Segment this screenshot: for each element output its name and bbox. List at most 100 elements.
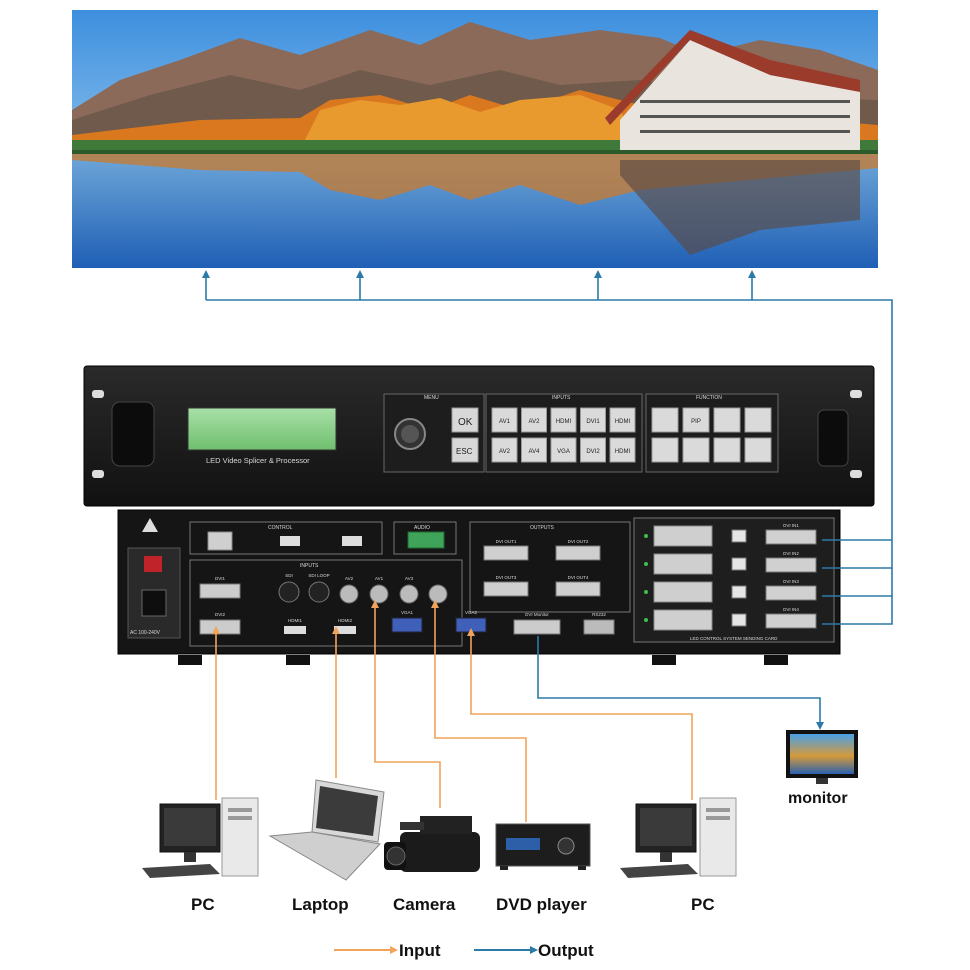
arrow-input-pc1 — [212, 626, 220, 634]
arrow-input-dvd — [431, 600, 439, 608]
card-usb-port-4[interactable] — [731, 613, 747, 627]
rear-input-label-12: DVI Monitor — [525, 612, 549, 617]
input-button-label-10: HDMI — [615, 449, 631, 455]
av-port-3[interactable] — [399, 584, 419, 604]
input-button-label-3: HDMI — [556, 419, 572, 425]
legend-input-label: Input — [399, 941, 441, 960]
output-port-label-4: DVI OUT4 — [568, 575, 589, 580]
dvi-input-1[interactable] — [199, 583, 241, 599]
card-network-ports-3[interactable] — [653, 581, 713, 603]
hdmi-input-2[interactable] — [334, 626, 356, 634]
dvi-input-2[interactable] — [199, 619, 241, 635]
laptop-device — [268, 779, 385, 881]
function-button-5[interactable] — [651, 437, 679, 463]
outputs-section-label: OUTPUTS — [530, 525, 555, 531]
av-port-1[interactable] — [339, 584, 359, 604]
input-button-4[interactable] — [580, 407, 606, 433]
rear-input-label-10: VGA1 — [401, 610, 414, 615]
arrow-screen-1 — [202, 270, 210, 278]
audio-terminal[interactable] — [407, 531, 445, 549]
arrow-input-pc2 — [467, 628, 475, 636]
usb-port-1[interactable] — [280, 536, 300, 546]
rear-input-label-1: DVI1 — [215, 576, 226, 581]
pc-right-device — [620, 797, 737, 878]
dvd-player-device — [495, 823, 591, 870]
function-button-3[interactable] — [713, 407, 741, 433]
card-port-label-4: DVI IN4 — [783, 607, 799, 612]
rs232-port[interactable] — [583, 619, 615, 635]
input-button-7[interactable] — [521, 437, 547, 463]
function-button-6[interactable] — [682, 437, 710, 463]
av-port-2[interactable] — [369, 584, 389, 604]
rear-input-label-8: HDMI1 — [288, 618, 302, 623]
input-button-6[interactable] — [491, 437, 518, 463]
card-port-label-2: DVI IN2 — [783, 551, 799, 556]
card-network-ports-4[interactable] — [653, 609, 713, 631]
card-dvi-port-1[interactable] — [765, 529, 817, 545]
lan-port[interactable] — [207, 531, 233, 551]
vga-input-1[interactable] — [391, 617, 423, 633]
input-button-1[interactable] — [491, 407, 518, 433]
card-dvi-port-3[interactable] — [765, 585, 817, 601]
function-button-1[interactable] — [651, 407, 679, 433]
sdi-port[interactable] — [278, 581, 300, 603]
input-button-10[interactable] — [609, 437, 636, 463]
card-dvi-port-4[interactable] — [765, 613, 817, 629]
esc-button[interactable] — [451, 437, 479, 463]
rear-input-label-5: AV2 — [345, 576, 354, 581]
hdmi-input-1[interactable] — [284, 626, 306, 634]
output-port-label-1: DVI OUT1 — [496, 539, 517, 544]
lcd-display — [187, 407, 337, 451]
function-button-4[interactable] — [744, 407, 772, 433]
card-usb-port-1[interactable] — [731, 529, 747, 543]
camera-device — [384, 816, 480, 872]
card-led-3 — [644, 590, 648, 594]
function-button-2[interactable] — [682, 407, 710, 433]
usb-port-2[interactable] — [342, 536, 362, 546]
card-dvi-port-2[interactable] — [765, 557, 817, 573]
sdi-loop-port[interactable] — [308, 581, 330, 603]
input-button-label-5: HDMI — [615, 419, 631, 425]
input-button-5[interactable] — [609, 407, 636, 433]
output-port-3[interactable] — [483, 581, 529, 597]
card-port-label-1: DVI IN1 — [783, 523, 799, 528]
card-usb-port-3[interactable] — [731, 585, 747, 599]
input-button-label-4: DVI1 — [586, 419, 600, 425]
input-line-camera — [374, 604, 441, 808]
input-button-2[interactable] — [521, 407, 547, 433]
dvi-monitor-port[interactable] — [513, 619, 561, 635]
input-button-3[interactable] — [550, 407, 577, 433]
power-switch[interactable] — [144, 556, 162, 572]
input-line-pc2 — [470, 632, 693, 800]
input-button-8[interactable] — [550, 437, 577, 463]
function-button-8[interactable] — [744, 437, 772, 463]
card-led-4 — [644, 618, 648, 622]
input-button-label-2: AV2 — [529, 419, 541, 425]
arrow-screen-4 — [748, 270, 756, 278]
legend-input-arrow — [390, 946, 398, 954]
input-button-label-1: AV1 — [499, 419, 511, 425]
output-port-4[interactable] — [555, 581, 601, 597]
av-port-4[interactable] — [428, 584, 448, 604]
arrow-screen-3 — [594, 270, 602, 278]
output-port-1[interactable] — [483, 545, 529, 561]
input-button-label-8: VGA — [557, 449, 570, 455]
card-network-ports-1[interactable] — [653, 525, 713, 547]
power-label: AC 100-240V — [130, 630, 161, 636]
card-usb-port-2[interactable] — [731, 557, 747, 571]
ok-button[interactable] — [451, 407, 479, 433]
arrow-input-camera — [371, 600, 379, 608]
output-port-2[interactable] — [555, 545, 601, 561]
function-button-label-2: PIP — [691, 419, 701, 425]
legend-output-arrow — [530, 946, 538, 954]
led-screen — [72, 10, 878, 268]
processor-front-panel: LED Video Splicer & Processor MENU OK ES… — [83, 365, 875, 507]
function-button-7[interactable] — [713, 437, 741, 463]
input-button-9[interactable] — [580, 437, 606, 463]
card-network-ports-2[interactable] — [653, 553, 713, 575]
menu-section-label: MENU — [424, 395, 439, 401]
